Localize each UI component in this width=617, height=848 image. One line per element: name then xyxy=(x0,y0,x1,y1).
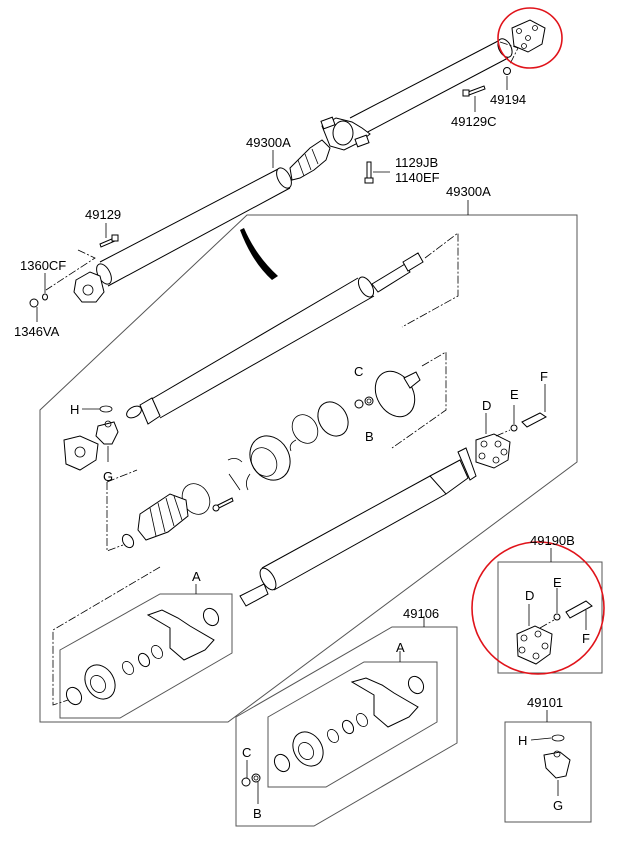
flexible-coupling-top[interactable] xyxy=(511,19,546,53)
part-G-spider[interactable] xyxy=(95,420,119,445)
label-main-C: C xyxy=(354,364,363,379)
label-main-A: A xyxy=(192,569,201,584)
part-B-washer[interactable] xyxy=(364,396,374,406)
cv-inner-race[interactable] xyxy=(242,429,298,488)
label-main-F: F xyxy=(540,369,548,384)
label-1360CF: 1360CF xyxy=(20,258,66,273)
label-1129JB: 1129JB xyxy=(395,155,438,170)
part-E-washer[interactable] xyxy=(510,424,518,432)
cv-dust-cover[interactable] xyxy=(312,396,354,441)
label-49101-H: H xyxy=(518,733,527,748)
cv-boot-assembled xyxy=(289,139,331,181)
companion-flange[interactable] xyxy=(63,435,99,471)
label-main-B: B xyxy=(365,429,374,444)
label-49300A-box: 49300A xyxy=(446,184,491,199)
label-49106: 49106 xyxy=(403,606,439,621)
kit-49190B-parts[interactable] xyxy=(516,600,593,665)
circlips[interactable] xyxy=(227,458,251,491)
cv-gasket[interactable] xyxy=(287,410,323,448)
box-49101 xyxy=(504,721,592,823)
label-main-H: H xyxy=(70,402,79,417)
label-main-D: D xyxy=(482,398,491,413)
part-D-flex-coupling[interactable] xyxy=(475,433,511,469)
exploded-view-arrow-icon xyxy=(240,228,278,280)
part-49129-bolt[interactable] xyxy=(99,234,119,248)
label-49129C: 49129C xyxy=(451,114,497,129)
box-49300A xyxy=(39,214,578,723)
label-49300A-top: 49300A xyxy=(246,135,291,150)
kit-49101-parts[interactable] xyxy=(543,734,571,779)
label-49101: 49101 xyxy=(527,695,563,710)
label-kit-F: F xyxy=(582,631,590,646)
part-H-oring[interactable] xyxy=(99,405,113,413)
kit-A-parts[interactable] xyxy=(63,606,221,708)
kit-A-inner-box xyxy=(59,593,233,719)
part-49129C-bolt[interactable] xyxy=(462,85,486,97)
exploded-shaft-tube[interactable] xyxy=(125,252,424,425)
part-1360CF-washer[interactable] xyxy=(42,293,48,301)
part-1129JB-bolt[interactable] xyxy=(364,161,374,184)
part-49194-nut[interactable] xyxy=(503,67,511,75)
box-49190B xyxy=(497,561,603,674)
boot-bolt[interactable] xyxy=(212,497,234,512)
kit-A-106-box xyxy=(267,661,438,788)
label-main-G: G xyxy=(103,469,113,484)
center-bearing-assembled[interactable] xyxy=(320,116,371,151)
part-C-nut[interactable] xyxy=(354,399,364,409)
cv-boot[interactable] xyxy=(137,493,189,541)
label-49194: 49194 xyxy=(490,92,526,107)
boot-small-ring[interactable] xyxy=(120,532,136,549)
label-49190B: 49190B xyxy=(530,533,575,548)
rear-shaft-tube[interactable] xyxy=(239,447,477,607)
label-49129: 49129 xyxy=(85,207,121,222)
front-flange-yoke[interactable] xyxy=(73,271,105,303)
part-1346VA-nut[interactable] xyxy=(29,298,39,308)
kit-49106-parts[interactable] xyxy=(241,674,427,787)
label-49101-G: G xyxy=(553,798,563,813)
label-1140EF: 1140EF xyxy=(395,170,440,185)
highlight-circle-top-coupling xyxy=(497,7,563,69)
box-49106 xyxy=(235,626,458,827)
label-main-E: E xyxy=(510,387,519,402)
label-49106-B: B xyxy=(253,806,262,821)
label-kit-D: D xyxy=(525,588,534,603)
part-F-bolt[interactable] xyxy=(521,412,547,428)
cv-joint-housing[interactable] xyxy=(367,364,422,424)
snap-ring[interactable] xyxy=(289,439,297,452)
label-kit-E: E xyxy=(553,575,562,590)
label-49106-A: A xyxy=(396,640,405,655)
highlight-circle-49190B xyxy=(471,541,605,675)
label-49106-C: C xyxy=(242,745,251,760)
assembled-propeller-shaft[interactable] xyxy=(73,19,546,303)
label-1346VA: 1346VA xyxy=(14,324,60,339)
